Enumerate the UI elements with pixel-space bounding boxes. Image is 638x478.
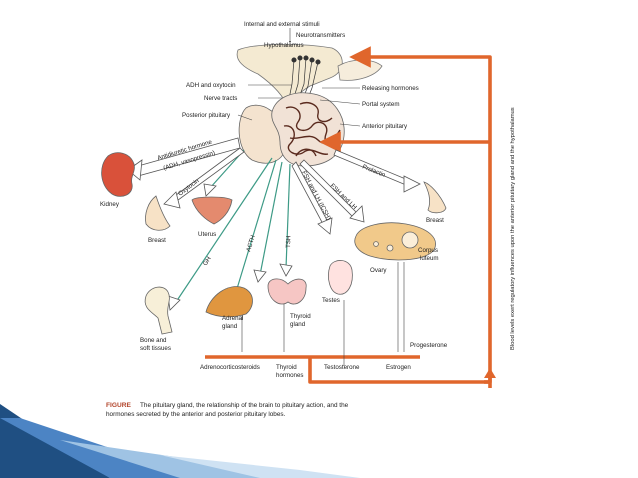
breast-left-illustration [145,195,171,231]
label-thyroid-gland: gland [290,321,306,328]
label-anterior-pituitary: Anterior pituitary [362,123,408,130]
label-stimuli: Internal and external stimuli [244,21,320,28]
label-neurotransmitters: Neurotransmitters [296,32,345,39]
label-adrenal-gland: gland [222,323,238,330]
label-testosterone: Testosterone [324,364,360,371]
label-luteum: luteum [420,255,439,262]
hormone-arrows [175,149,291,303]
label-ovary: Ovary [370,267,387,274]
caption-figure-label: FIGURE [106,402,132,409]
label-releasing-hormones: Releasing hormones [362,85,419,92]
static-labels: Internal and external stimuli Neurotrans… [100,21,448,379]
feedback-loop [205,46,492,384]
label-acth: ACTH [245,234,257,252]
label-breast-left: Breast [148,237,166,244]
label-tsh: TSH [285,235,292,248]
figure-caption: FIGURE The pituitary gland, the relation… [106,402,349,418]
label-thyroid: Thyroid [290,313,311,320]
bone-illustration [144,286,173,335]
testes-illustration [328,260,353,295]
organs [101,152,447,335]
label-soft-tissues: soft tissues [140,345,171,352]
label-testes: Testes [322,297,340,304]
ovary-illustration [354,222,436,261]
label-progesterone: Progesterone [410,342,448,349]
label-hypothalamus: Hypothalamus [264,42,304,49]
caption-line-2: hormones secreted by the anterior and po… [106,411,286,418]
label-adh-oxytocin: ADH and oxytocin [186,82,236,89]
label-estrogen: Estrogen [386,364,411,371]
label-portal-system: Portal system [362,101,399,108]
label-thyroid-hormones-2: hormones [276,372,304,379]
label-posterior-pituitary: Posterior pituitary [182,112,231,119]
label-nerve-tracts: Nerve tracts [204,95,237,102]
label-feedback: Blood levels exert regulatory influences… [510,107,516,350]
caption-line-1: The pituitary gland, the relationship of… [140,402,349,409]
pointer-lines [237,28,405,366]
uterus-illustration [191,196,233,225]
label-thyroid-hormones-1: Thyroid [276,364,297,371]
outlined-arrows [127,137,421,235]
label-gh: GH [202,255,213,267]
slide-decoration [0,404,360,478]
label-corpus: Corpus [418,247,438,254]
thyroid-illustration [267,278,307,305]
label-adrenal: Adrenal [222,315,243,322]
label-kidney: Kidney [100,201,120,208]
label-uterus: Uterus [198,231,216,238]
breast-right-illustration [423,181,447,214]
adrenal-illustration [205,286,253,318]
label-adrenocorticosteroids: Adrenocorticosteroids [200,364,260,371]
kidney-illustration [101,152,135,197]
label-breast-right: Breast [426,217,444,224]
label-bone: Bone and [140,337,167,344]
